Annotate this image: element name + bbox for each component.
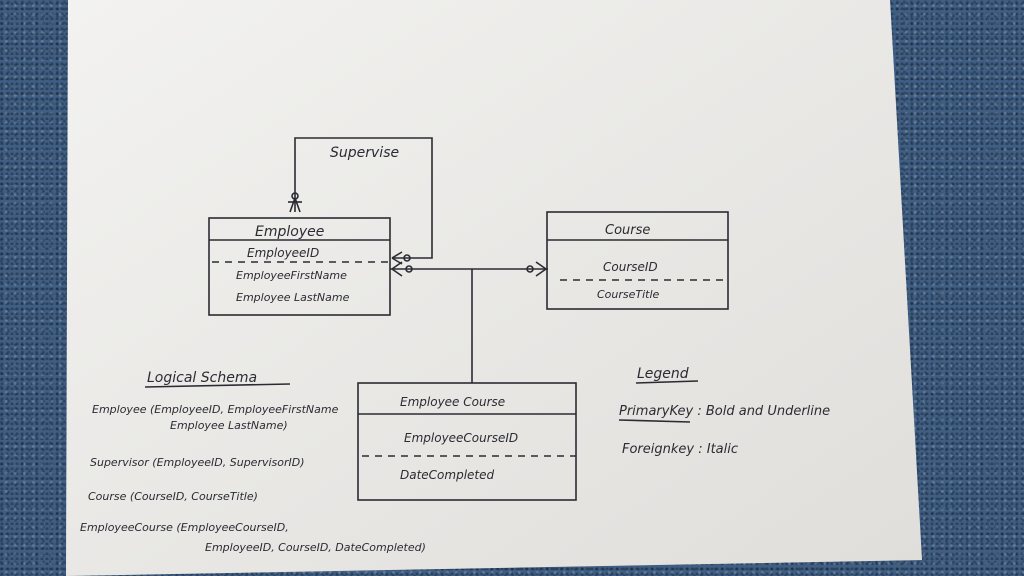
schema-line-1: Employee (EmployeeID, EmployeeFirstName (92, 403, 339, 416)
employee-pk: EmployeeID (247, 246, 319, 260)
schema-line-5: EmployeeCourse (EmployeeCourseID, (80, 521, 289, 534)
logical-schema-heading: Logical Schema (147, 370, 257, 386)
schema-line-6: EmployeeID, CourseID, DateCompleted) (205, 541, 426, 554)
legend-heading: Legend (637, 366, 689, 382)
logical-schema: Logical Schema Employee (EmployeeID, Emp… (80, 370, 426, 554)
supervise-relationship: Supervise (288, 137, 433, 265)
employee-course-entity: Employee Course EmployeeCourseID DateCom… (357, 382, 577, 501)
employee-attr-2: Employee LastName (236, 291, 350, 304)
employee-attr-1: EmployeeFirstName (236, 269, 347, 282)
employee-course-attr-1: DateCompleted (400, 468, 495, 482)
supervise-label: Supervise (330, 145, 399, 161)
course-entity: Course CourseID CourseTitle (546, 211, 729, 310)
legend-foreign-key: Foreignkey : Italic (622, 442, 738, 457)
paper-shading (66, 0, 922, 576)
course-title: Course (605, 223, 650, 238)
legend-primary-key: PrimaryKey : Bold and Underline (619, 404, 830, 419)
schema-line-2: Employee LastName) (170, 419, 288, 432)
legend: Legend PrimaryKey : Bold and Underline F… (618, 366, 830, 457)
employee-course-title: Employee Course (400, 395, 505, 409)
employee-entity: Employee EmployeeID EmployeeFirstName Em… (208, 217, 391, 316)
course-attr-1: CourseTitle (597, 288, 660, 301)
employee-course-pk: EmployeeCourseID (404, 431, 518, 445)
takes-relationship (390, 261, 548, 383)
schema-line-4: Course (CourseID, CourseTitle) (88, 490, 258, 503)
employee-title: Employee (255, 224, 324, 240)
schema-line-3: Supervisor (EmployeeID, SupervisorID) (90, 456, 305, 469)
course-pk: CourseID (603, 260, 658, 274)
